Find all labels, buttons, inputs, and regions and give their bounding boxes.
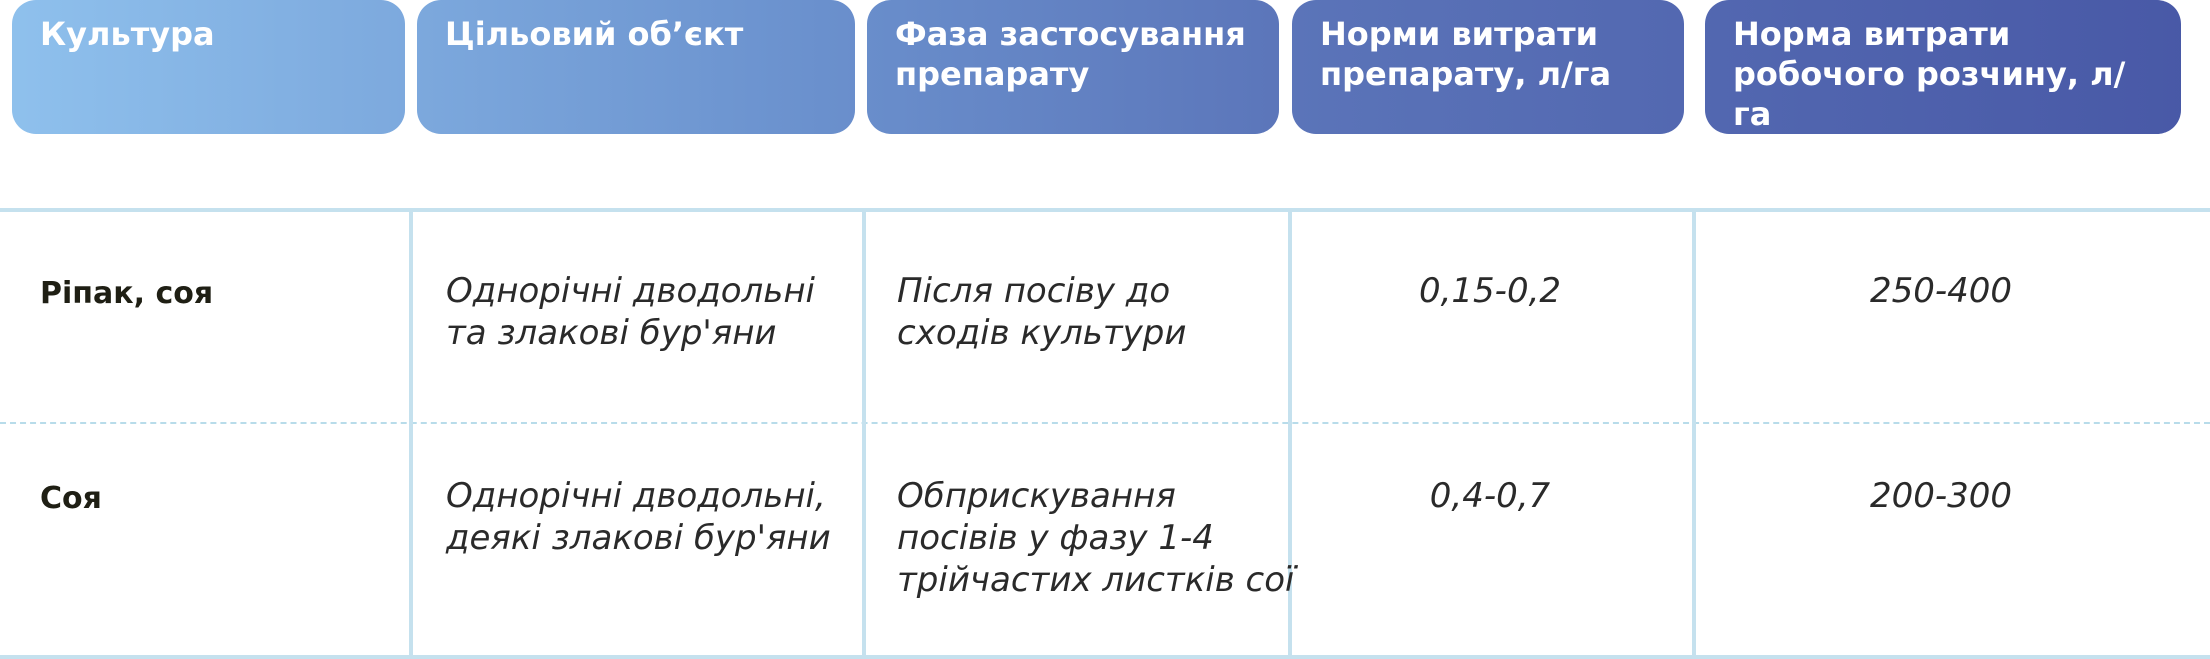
cell-phase: Обприскування посівів у фазу 1-4 трійчас… (897, 476, 1295, 600)
cell-solution: 200-300 (1869, 476, 2013, 516)
header-solution: Норма витрати робочого розчину, л/га (1733, 15, 2126, 133)
cell-target: Однорічні дводольні та злакові бур'яни (446, 271, 816, 353)
cell-target: Однорічні дводольні, деякі злакові бур'я… (446, 476, 831, 558)
cell-solution: 250-400 (1869, 271, 2013, 311)
cell-dose: 0,4-0,7 (1429, 476, 1551, 516)
cell-crop: Соя (40, 481, 102, 516)
column-divider (1288, 210, 1292, 659)
header-phase: Фаза застосування препарату (895, 15, 1246, 93)
header-target: Цільовий об’єкт (445, 15, 744, 53)
column-divider (409, 210, 413, 659)
table-top-border (0, 208, 2210, 212)
cell-dose: 0,15-0,2 (1418, 271, 1562, 311)
column-divider (862, 210, 866, 659)
cell-phase: Після посіву до сходів культури (897, 271, 1187, 353)
cell-crop: Ріпак, соя (40, 276, 214, 311)
header-dose: Норми витрати препарату, л/га (1320, 15, 1612, 93)
header-mask (0, 0, 2210, 136)
header-crop: Культура (40, 15, 215, 53)
table-bottom-border (0, 655, 2210, 659)
column-divider (1692, 210, 1696, 659)
table-header: Культура Цільовий об’єкт Фаза застосуван… (0, 0, 2210, 136)
row-divider (0, 422, 2210, 424)
